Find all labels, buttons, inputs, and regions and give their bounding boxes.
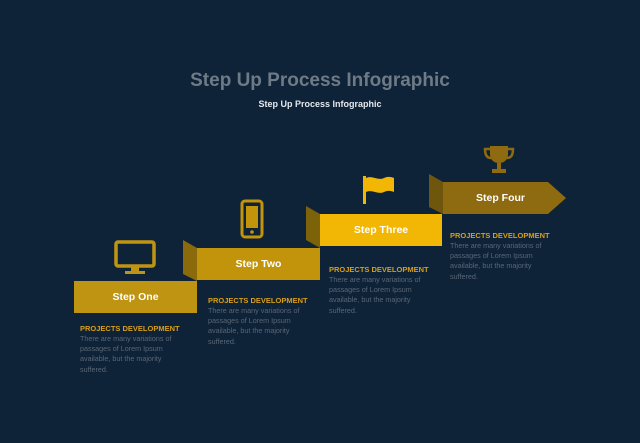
step-four-label: Step Four	[476, 192, 525, 204]
step-four-description: PROJECTS DEVELOPMENT There are many vari…	[450, 231, 560, 282]
step-one-description: PROJECTS DEVELOPMENT There are many vari…	[80, 324, 190, 375]
step-two-label: Step Two	[235, 258, 282, 270]
step-four-heading: PROJECTS DEVELOPMENT	[450, 231, 550, 240]
step-four-fold	[429, 174, 443, 214]
step-two-bar	[197, 248, 320, 280]
step-three-body: There are many variations of passages of…	[329, 275, 421, 315]
page-subtitle: Step Up Process Infographic	[258, 99, 382, 109]
smartphone-icon	[240, 199, 264, 244]
step-one-bar	[74, 281, 197, 313]
step-four-arrow	[443, 182, 566, 214]
step-two-fold	[183, 240, 197, 281]
trophy-icon	[482, 144, 516, 181]
step-two-heading: PROJECTS DEVELOPMENT	[208, 296, 308, 305]
step-one-heading: PROJECTS DEVELOPMENT	[80, 324, 180, 333]
step-three-heading: PROJECTS DEVELOPMENT	[329, 265, 429, 274]
step-three-fold	[306, 206, 320, 248]
step-two-body: There are many variations of passages of…	[208, 306, 300, 346]
flag-icon	[362, 175, 396, 210]
step-three-bar	[320, 214, 442, 246]
step-four-body: There are many variations of passages of…	[450, 241, 542, 281]
step-one-label: Step One	[112, 291, 159, 303]
step-three-label: Step Three	[353, 224, 409, 236]
step-two-description: PROJECTS DEVELOPMENT There are many vari…	[208, 296, 318, 347]
step-one-body: There are many variations of passages of…	[80, 334, 172, 374]
page-title: Step Up Process Infographic	[190, 70, 450, 91]
step-three-description: PROJECTS DEVELOPMENT There are many vari…	[329, 265, 439, 316]
monitor-icon	[114, 240, 156, 281]
